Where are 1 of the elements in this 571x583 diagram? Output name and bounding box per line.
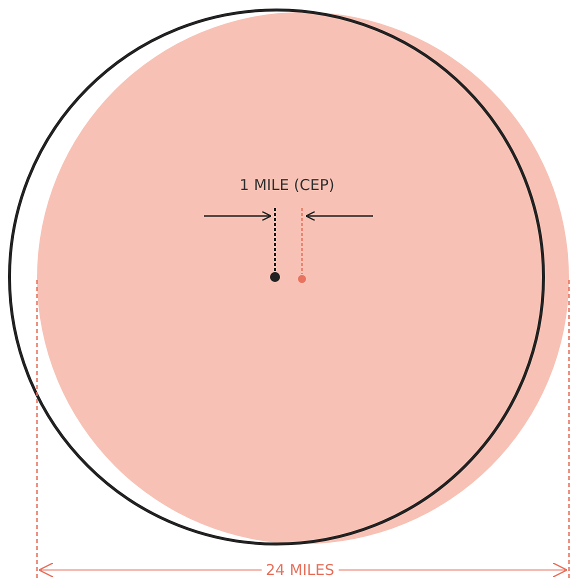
dimension-label: 1 MILE (CEP) bbox=[240, 176, 334, 194]
